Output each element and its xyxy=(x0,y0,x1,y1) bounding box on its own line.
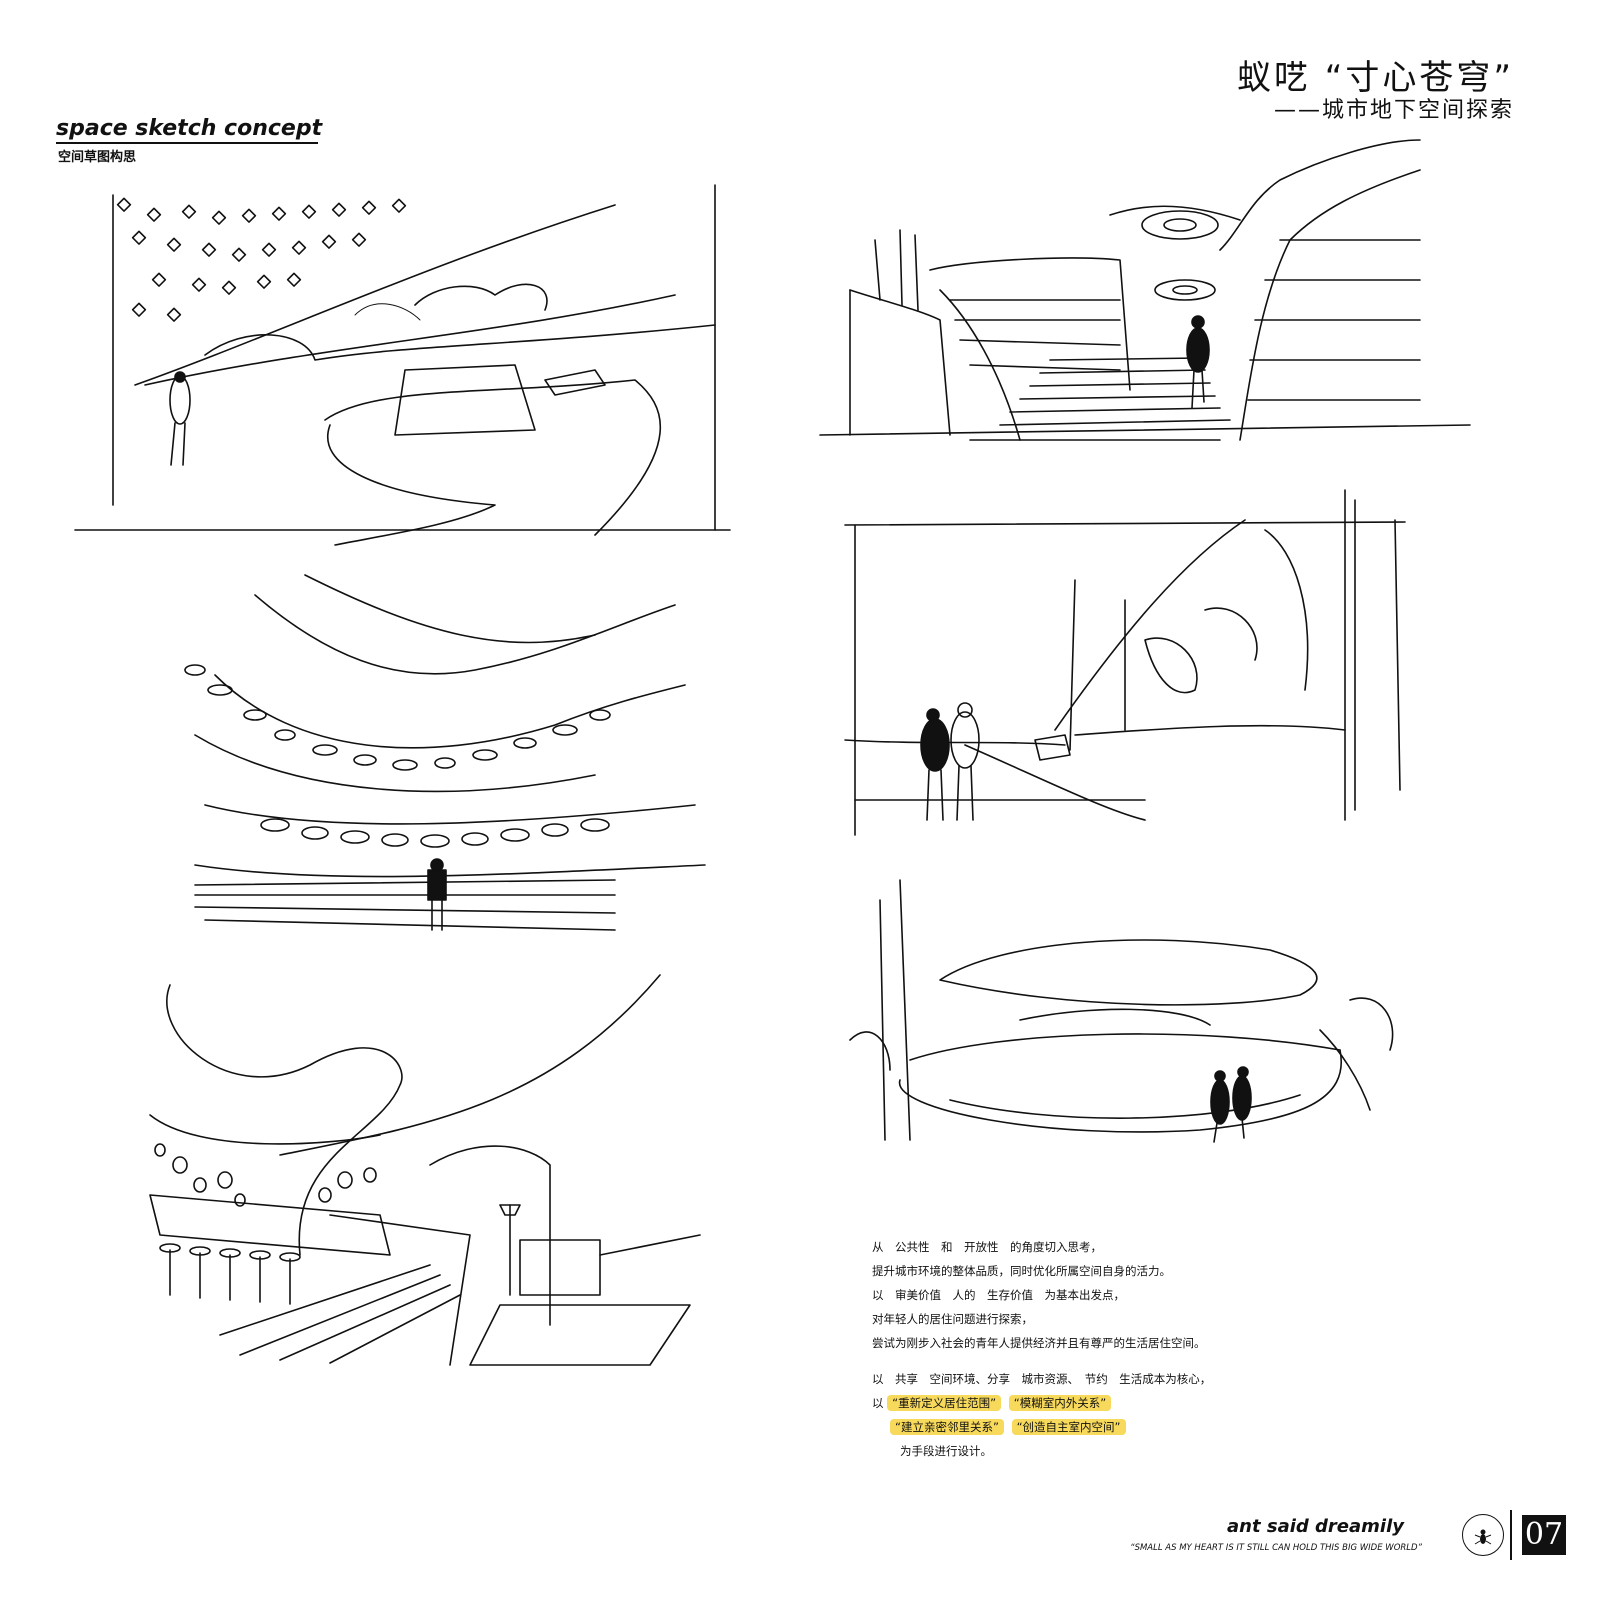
highlight-row-2: “建立亲密邻里关系” “创造自主室内空间” xyxy=(872,1415,1211,1439)
description-line: 以 共享 空间环境、分享 城市资源、 节约 生活成本为核心， xyxy=(872,1372,1212,1386)
glass-corridor-sketch xyxy=(844,489,1406,836)
highlight-tag: “模糊室内外关系” xyxy=(1008,1395,1112,1411)
section-title: space sketch concept xyxy=(56,116,322,144)
street-level-sketch xyxy=(74,184,731,546)
description-line: 对年轻人的居住问题进行探索， xyxy=(872,1312,1033,1326)
highlight-tag: “建立亲密邻里关系” xyxy=(890,1419,1004,1435)
section-subtitle: 空间草图构思 xyxy=(58,150,137,165)
canyon-walkway-sketch xyxy=(184,574,706,931)
description-closing: 为手段进行设计。 xyxy=(900,1444,992,1458)
footer-divider xyxy=(1510,1510,1512,1560)
description-paragraph-1: 从 公共性 和 开放性 的角度切入思考， 提升城市环境的整体品质，同时优化所属空… xyxy=(872,1235,1211,1355)
brand-name: ant said dreamily xyxy=(1227,1516,1404,1537)
ant-logo-icon xyxy=(1462,1514,1504,1556)
description-prefix: 以 xyxy=(872,1396,884,1410)
description-line: 尝试为刚步入社会的青年人提供经济并且有尊严的生活居住空间。 xyxy=(872,1336,1206,1350)
description-line: 以 审美价值 人的 生存价值 为基本出发点， xyxy=(872,1288,1125,1302)
description-line: 提升城市环境的整体品质，同时优化所属空间自身的活力。 xyxy=(872,1264,1171,1278)
brand-motto: “SMALL AS MY HEART IS IT STILL CAN HOLD … xyxy=(1130,1543,1422,1553)
page-title: 蚁呓 “寸心苍穹” xyxy=(1236,58,1514,98)
description-paragraph-2: 以 共享 空间环境、分享 城市资源、 节约 生活成本为核心， 以 “重新定义居住… xyxy=(872,1367,1211,1463)
interior-lounge-sketch xyxy=(149,974,701,1366)
highlight-row-1: 以 “重新定义居住范围” “模糊室内外关系” xyxy=(872,1391,1211,1415)
description-line: 从 公共性 和 开放性 的角度切入思考， xyxy=(872,1240,1102,1254)
page-number: 07 xyxy=(1522,1515,1566,1555)
description-block: 从 公共性 和 开放性 的角度切入思考， 提升城市环境的整体品质，同时优化所属空… xyxy=(872,1235,1211,1463)
highlight-tag: “重新定义居住范围” xyxy=(887,1395,1002,1411)
sunken-courtyard-sketch xyxy=(849,879,1394,1143)
page-subtitle: ——城市地下空间探索 xyxy=(1273,98,1514,123)
stairway-sketch xyxy=(819,139,1471,441)
highlight-tag: “创造自主室内空间” xyxy=(1011,1419,1126,1435)
